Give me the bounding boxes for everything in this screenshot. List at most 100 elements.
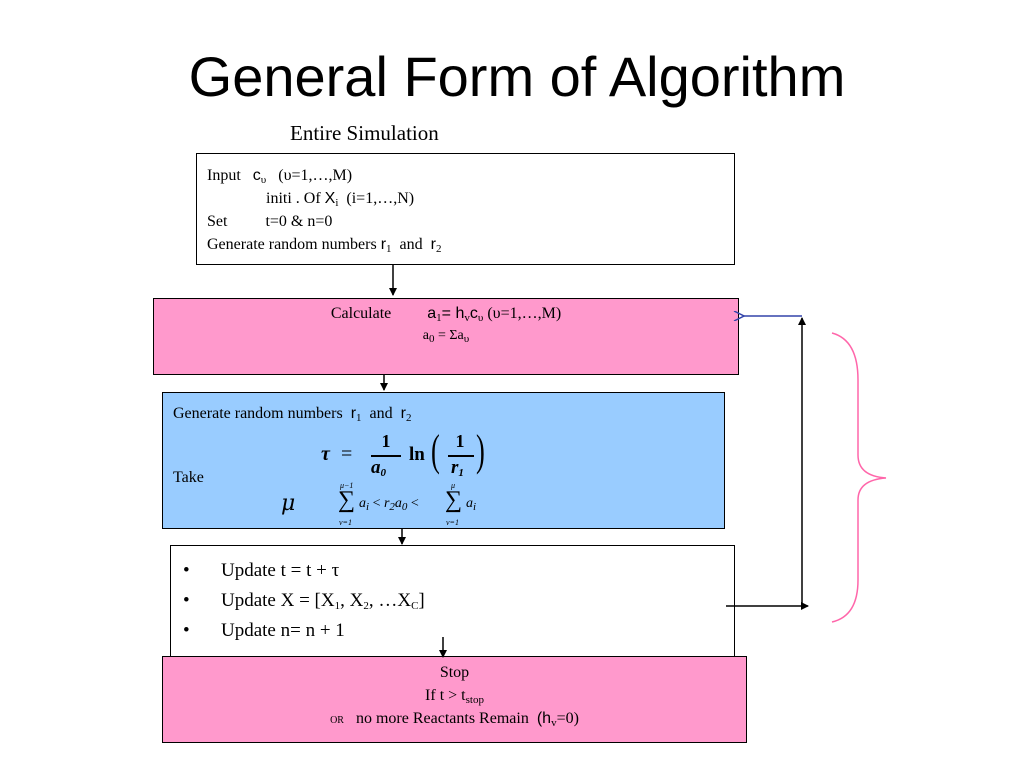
calc-range: (υ=1,…,M) — [487, 305, 562, 322]
paren-right: ) — [476, 426, 485, 475]
gen-and: and — [369, 405, 393, 422]
c: c — [469, 305, 478, 322]
calculate-label: Calculate — [330, 305, 392, 322]
ineq-r2-sub: 2 — [389, 501, 395, 513]
frac1-num: 1 — [381, 431, 391, 451]
frac1-den: a0 — [371, 457, 386, 479]
sum1-sigma: ∑ — [338, 487, 356, 513]
var-x-sub: i — [335, 197, 339, 209]
ineq-a: a — [359, 496, 366, 511]
frac2-den: r1 — [451, 457, 464, 479]
input-line-3: Set t=0 & n=0 — [207, 210, 734, 233]
r1: r — [380, 236, 387, 253]
ineq-right-term: ai — [466, 496, 477, 513]
eq-h: = h — [441, 305, 465, 322]
frac1-a-sub: 0 — [380, 467, 387, 479]
var-x: X — [324, 190, 336, 207]
ineq-lt2: < — [410, 496, 419, 511]
h-var: (h — [536, 710, 552, 727]
frac2-bar — [448, 455, 474, 457]
r2-sub: 2 — [435, 243, 442, 255]
input-line-1: Input cυ (υ=1,…,M) — [207, 164, 734, 187]
set-value: t=0 & n=0 — [265, 213, 333, 230]
update-item-1: • Update t = t + τ — [183, 560, 339, 582]
input-label: Input — [207, 167, 241, 184]
sum2-lower: ν=1 — [446, 518, 459, 527]
var-c-sub: υ — [260, 174, 267, 186]
xc-sub: C — [411, 600, 419, 612]
update-box: •Update t = t + τ •Update X = [X1, X2, …… — [170, 545, 735, 657]
stop-condition: If t > tstop — [163, 684, 746, 707]
or-label: OR — [330, 715, 344, 726]
a0-sub: 0 — [429, 333, 435, 345]
page-title: General Form of Algorithm — [188, 45, 846, 108]
gen-r2-sub: 2 — [405, 412, 412, 424]
h-sub: v — [464, 312, 470, 324]
input-line-2: initi . Of Xi (i=1,…,N) — [207, 187, 734, 210]
generate-text: Generate random numbers — [207, 236, 377, 253]
frac2-r-sub: 1 — [458, 467, 464, 479]
and-text: and — [399, 236, 423, 253]
var-c: c — [252, 167, 261, 184]
h-eq-zero: =0) — [556, 710, 579, 727]
sum2-upper: μ — [451, 481, 456, 490]
ineq-lt1: < — [372, 496, 381, 511]
no-reactants-text: no more Reactants Remain — [355, 710, 529, 727]
r2: r — [430, 236, 436, 253]
calculate-box: Calculate a1= hvcυ (υ=1,…,M) a0 = Σaυ — [153, 298, 739, 375]
gen-r1-sub: 1 — [356, 412, 362, 424]
update-item-2: •Update X = [X1, X2, …XC] — [183, 590, 425, 612]
init-text: initi . Of — [266, 190, 321, 207]
update-x-mid2: , …X — [368, 590, 412, 611]
stop-box: Stop If t > tstop OR no more Reactants R… — [162, 656, 747, 743]
ineq-a-sub: i — [366, 501, 370, 513]
ln-text: ln — [409, 444, 425, 465]
sum1-lower: ν=1 — [339, 518, 352, 527]
update-x-prefix: Update X = [X — [221, 590, 335, 611]
update-t: Update t = t + τ — [221, 560, 340, 581]
ineq-right-sub: i — [473, 501, 477, 513]
gen-line-1: Generate random numbers r1 and r2 — [173, 405, 412, 424]
stop-label: Stop — [439, 664, 470, 681]
frac2-num: 1 — [455, 431, 465, 451]
update-x-suffix: ] — [418, 590, 425, 611]
stop-or-line: OR no more Reactants Remain (hv=0) — [163, 707, 746, 732]
take-label: Take — [173, 469, 204, 486]
input-box: Input cυ (υ=1,…,M) initi . Of Xi (i=1,…,… — [196, 153, 735, 265]
tau-eq: = — [341, 443, 353, 465]
ineq-a0: a — [394, 496, 402, 511]
x2-sub: 2 — [363, 600, 369, 612]
inequality-text: ai < r2a0 < — [359, 496, 419, 513]
gen-r1: r — [350, 405, 357, 422]
loop-brace — [831, 332, 887, 623]
update-x-mid1: , X — [340, 590, 364, 611]
paren-left: ( — [431, 426, 440, 475]
sum-a: = Σa — [438, 328, 464, 343]
input-line-4: Generate random numbers r1 and r2 — [207, 233, 734, 256]
range-i: (i=1,…,N) — [346, 190, 415, 207]
calc-line-2: a0 = Σaυ — [154, 325, 738, 347]
sum-a-sub: υ — [463, 333, 470, 345]
update-n: Update n= n + 1 — [221, 620, 345, 641]
bullet-1: • — [183, 560, 190, 581]
ineq-right-a: a — [466, 496, 473, 511]
sum1-upper: μ−1 — [340, 481, 354, 490]
stop-sub: stop — [465, 694, 484, 706]
ineq-a0-sub: 0 — [401, 501, 408, 513]
h-var-sub: v — [551, 717, 557, 729]
ineq-r2: r — [383, 496, 390, 511]
stop-if: If t > t — [425, 687, 466, 704]
r1-sub: 1 — [386, 243, 392, 255]
gen-r2: r — [400, 405, 406, 422]
frac2-r: r — [451, 457, 459, 478]
range-upsilon: (υ=1,…,M) — [278, 167, 353, 184]
bullet-2: • — [183, 590, 190, 611]
frac1-a: a — [371, 457, 381, 478]
sum2-sigma: ∑ — [445, 487, 463, 513]
c-sub: υ — [477, 312, 484, 324]
set-label: Set — [207, 213, 228, 230]
a1-sub: 1 — [436, 312, 442, 324]
frac1-bar — [371, 455, 401, 457]
a1: a — [427, 305, 437, 322]
